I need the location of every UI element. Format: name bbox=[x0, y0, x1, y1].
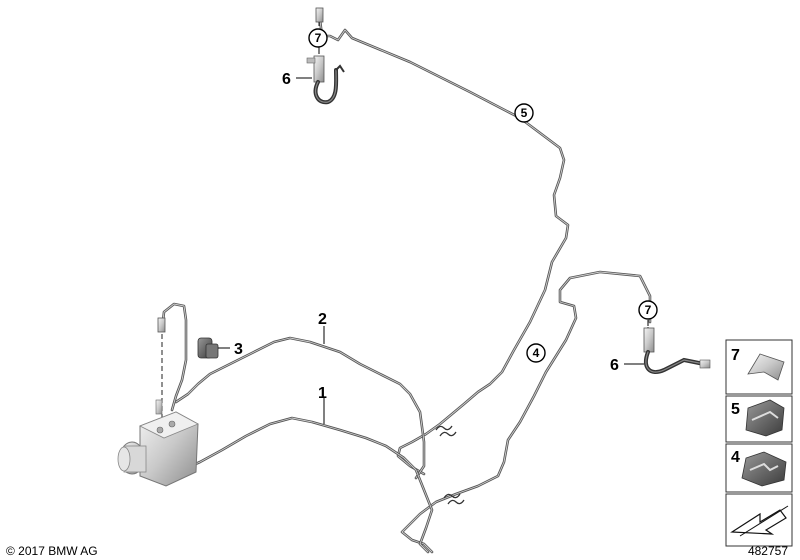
svg-text:5: 5 bbox=[731, 401, 740, 418]
svg-text:4: 4 bbox=[533, 346, 540, 360]
brake-hose-right bbox=[643, 322, 711, 374]
pipe-clip-3 bbox=[197, 337, 219, 359]
svg-text:7: 7 bbox=[731, 347, 740, 364]
svg-text:7: 7 bbox=[315, 31, 322, 45]
svg-text:4: 4 bbox=[731, 449, 740, 466]
copyright-text: © 2017 BMW AG bbox=[6, 544, 98, 558]
brake-pipe-4 bbox=[400, 270, 652, 554]
svg-text:7: 7 bbox=[645, 303, 652, 317]
legend-item-7: 7 bbox=[725, 339, 793, 395]
brake-pipe-5 bbox=[318, 18, 570, 476]
brake-pipe-2 bbox=[174, 336, 426, 480]
legend-item-5: 5 bbox=[725, 395, 793, 443]
brake-pipe-1 bbox=[180, 416, 434, 554]
callout-2: 2 bbox=[318, 311, 327, 328]
legend-arrow-icon bbox=[725, 493, 793, 547]
callout-7-right: 7 bbox=[638, 300, 658, 320]
callout-6-right: 6 bbox=[610, 357, 619, 374]
pipe-break-mark-lower bbox=[443, 493, 465, 505]
legend-item-4: 4 bbox=[725, 443, 793, 493]
callout-5: 5 bbox=[514, 103, 534, 123]
abs-feed-pipe bbox=[157, 302, 188, 420]
callout-3: 3 bbox=[234, 341, 243, 358]
diagram-number: 482757 bbox=[747, 544, 788, 558]
callout-1: 1 bbox=[318, 385, 327, 402]
callout-4: 4 bbox=[526, 343, 546, 363]
pipe-break-mark-upper bbox=[435, 425, 457, 437]
abs-hydraulic-unit bbox=[117, 399, 199, 487]
callout-6-top: 6 bbox=[282, 71, 291, 88]
brake-hose-top-left bbox=[306, 7, 345, 105]
parts-legend: 7 5 4 bbox=[725, 339, 793, 547]
callout-7-top: 7 bbox=[308, 28, 328, 48]
callout-leaders bbox=[218, 46, 649, 424]
svg-text:5: 5 bbox=[521, 106, 528, 120]
